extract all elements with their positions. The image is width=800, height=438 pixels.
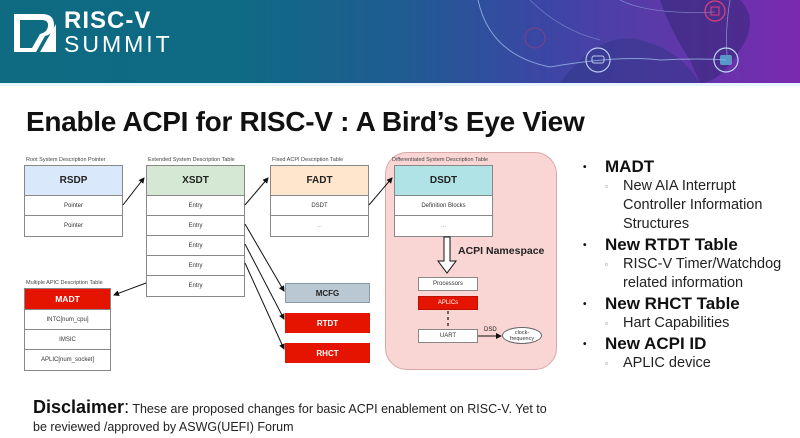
key-changes-list: MADT New AIA Interrupt Controller Inform… xyxy=(583,157,798,374)
madt-header: MADT xyxy=(25,289,110,310)
disclaimer-colon: : xyxy=(124,397,130,417)
madt-row: IMSIC xyxy=(25,330,110,350)
xsdt-to-rtdt-arrow xyxy=(244,243,285,320)
dsd-label: DSD xyxy=(484,327,497,333)
header-banner: RISC-V SUMMIT xyxy=(0,0,800,83)
bullet-sub: Hart Capabilities xyxy=(583,314,798,333)
dsdt-table: DSDT Definition Blocks ... xyxy=(394,165,493,237)
xsdt-header: XSDT xyxy=(147,166,244,196)
world-map-graphic xyxy=(477,0,750,83)
fadt-caption: Fixed ACPI Description Table xyxy=(272,157,344,163)
dsdt-header: DSDT xyxy=(395,166,492,196)
xsdt-caption: Extended System Description Table xyxy=(148,157,235,163)
xsdt-row: Entry xyxy=(188,283,203,289)
cpu-node-icon xyxy=(704,0,726,22)
madt-caption: Multiple APIC Description Table xyxy=(26,280,103,286)
rsdp-header: RSDP xyxy=(25,166,122,196)
madt-row: APLIC[num_socket] xyxy=(40,357,95,363)
rsdp-caption: Root System Description Pointer xyxy=(26,157,106,163)
fadt-header: FADT xyxy=(271,166,368,196)
rsdp-to-xsdt-arrow xyxy=(122,177,145,206)
bullet-heading: New RHCT Table xyxy=(583,294,798,315)
disclaimer-text: These are proposed changes for basic ACP… xyxy=(33,402,547,434)
clock-frequency-node: clock-frequency xyxy=(502,327,542,344)
risc-v-logo-icon xyxy=(14,12,56,54)
bullet-sub: APLIC device xyxy=(583,354,798,373)
dsdt-row: ... xyxy=(440,223,446,229)
xsdt-row: Entry xyxy=(147,256,244,276)
bullet-sub: RISC-V Timer/Watchdog related informatio… xyxy=(583,255,798,293)
dsdt-row: Definition Blocks xyxy=(395,196,492,216)
bullet-heading: New ACPI ID xyxy=(583,334,798,355)
banner-divider xyxy=(0,83,800,86)
rhct-table: RHCT xyxy=(285,343,370,363)
device-node-icon xyxy=(524,27,546,49)
rsdp-row: Pointer xyxy=(63,223,83,229)
mcfg-table: MCFG xyxy=(285,283,370,303)
robot-node-icon xyxy=(713,47,739,73)
car-node-icon xyxy=(585,47,611,73)
xsdt-row: Entry xyxy=(147,216,244,236)
bullet-sub: New AIA Interrupt Controller Information… xyxy=(583,177,798,234)
rsdp-table: RSDP Pointer Pointer xyxy=(24,165,123,237)
acpi-tables-diagram: Root System Description Pointer RSDP Poi… xyxy=(0,145,570,385)
rtdt-table: RTDT xyxy=(285,313,370,333)
uart-node: UART xyxy=(418,329,478,343)
xsdt-to-fadt-arrow xyxy=(244,177,269,206)
slide-title: Enable ACPI for RISC-V : A Bird’s Eye Vi… xyxy=(26,106,585,137)
fadt-row: DSDT xyxy=(271,196,368,216)
logo-line2: SUMMIT xyxy=(64,31,173,57)
xsdt-row: Entry xyxy=(147,236,244,256)
bullet-heading: New RTDT Table xyxy=(583,235,798,256)
processors-node: Processors xyxy=(418,277,478,291)
xsdt-row: Entry xyxy=(147,196,244,216)
xsdt-to-madt-arrow xyxy=(113,282,147,297)
acpi-namespace-label: ACPI Namespace xyxy=(458,245,545,257)
madt-row: INTC[num_cpu] xyxy=(25,310,110,330)
disclaimer-label: Disclaimer xyxy=(33,397,125,417)
disclaimer: Disclaimer: These are proposed changes f… xyxy=(33,398,553,436)
dsdt-caption: Differentiated System Description Table xyxy=(392,157,489,163)
xsdt-table: XSDT Entry Entry Entry Entry Entry xyxy=(146,165,245,297)
rsdp-row: Pointer xyxy=(25,196,122,216)
madt-table: MADT INTC[num_cpu] IMSIC APLIC[num_socke… xyxy=(24,288,111,371)
fadt-row: ... xyxy=(316,223,322,229)
fadt-table: FADT DSDT ... xyxy=(270,165,369,237)
logo-line1: RISC-V xyxy=(64,7,152,34)
xsdt-to-rhct-arrow xyxy=(244,262,285,350)
risc-v-summit-wordmark: RISC-V SUMMIT xyxy=(64,7,173,57)
aplics-node: APLICs xyxy=(418,296,478,310)
bullet-heading: MADT xyxy=(583,157,798,178)
